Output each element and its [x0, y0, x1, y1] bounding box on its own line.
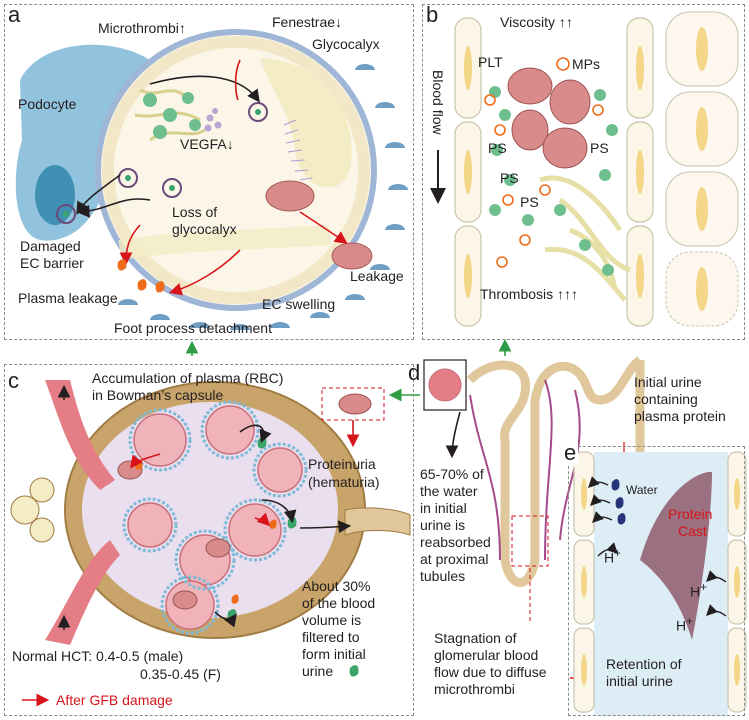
label-after-gfb: After GFB damage: [56, 692, 173, 708]
label-hematuria: (hematuria): [308, 474, 380, 490]
label-ps-3: PS: [500, 170, 519, 186]
label-glycocalyx: Glycocalyx: [312, 36, 380, 52]
label-proteinuria: Proteinuria: [308, 456, 376, 472]
panel-a-label: a: [8, 2, 21, 27]
label-reab-7: tubules: [420, 568, 466, 584]
panel-b: [422, 4, 745, 340]
label-viscosity: Viscosity ↑↑: [500, 14, 573, 30]
label-reab-5: reabsorbed: [420, 534, 491, 550]
label-leakage: Leakage: [350, 268, 404, 284]
label-ps-1: PS: [488, 140, 507, 156]
panel-c: [4, 364, 414, 716]
label-vegfa: VEGFA↓: [180, 136, 234, 152]
label-initial-3: plasma protein: [634, 408, 726, 424]
label-about-5: form initial: [302, 646, 366, 662]
glycocalyx-brush: [283, 119, 313, 181]
rbc-inset-box: [321, 387, 385, 421]
rbc-leak-2: [331, 242, 373, 270]
label-cast: Cast: [678, 523, 707, 539]
label-microthrombi: Microthrombi↑: [98, 20, 186, 36]
label-hct-2: 0.35-0.45 (F): [140, 666, 221, 682]
label-ps-2: PS: [590, 140, 609, 156]
outer-cell-nuclei: [696, 27, 708, 311]
label-plt: PLT: [478, 54, 503, 70]
label-thrombosis: Thrombosis ↑↑↑: [480, 286, 579, 302]
label-loss-of: Loss of: [172, 204, 218, 220]
label-about-4: filtered to: [302, 629, 360, 645]
nephron-tubule: [466, 356, 643, 587]
label-stag-2: glomerular blood: [434, 647, 539, 663]
podocyte-nucleus: [35, 165, 75, 225]
label-reab-1: 65-70% of: [420, 466, 484, 482]
label-initial-2: containing: [634, 391, 698, 407]
label-reab-2: the water: [420, 483, 478, 499]
label-h-2: H+: [690, 581, 707, 600]
label-retention-2: initial urine: [606, 673, 673, 689]
label-reab-4: urine is: [420, 517, 466, 533]
microparticles-b: [484, 57, 604, 268]
label-ps-4: PS: [520, 194, 539, 210]
label-protein: Protein: [668, 506, 713, 522]
label-hct-1: Normal HCT: 0.4-0.5 (male): [12, 648, 184, 664]
label-about-2: of the blood: [302, 595, 376, 611]
microparticle-cores: [63, 109, 261, 217]
vessel-right-wall: [626, 17, 654, 327]
foot-processes: [118, 64, 408, 330]
label-blood-flow: Blood flow: [430, 70, 446, 135]
panel-b-label: b: [426, 2, 439, 27]
label-fenestrae: Fenestrae↓: [272, 14, 343, 30]
panel-e: [568, 446, 745, 716]
label-mps: MPs: [572, 56, 600, 72]
platelets-b: [489, 86, 618, 276]
label-about-3: volume is: [302, 612, 362, 628]
label-plasma-leakage: Plasma leakage: [18, 290, 118, 306]
label-reab-6: at proximal: [420, 551, 489, 567]
label-stag-3: flow due to diffuse: [434, 664, 547, 680]
label-stag-4: microthrombi: [434, 681, 515, 697]
panel-d-label: d: [408, 360, 421, 385]
microparticles-a: [56, 102, 268, 224]
label-h-1: H+: [604, 547, 621, 566]
water-drops: [611, 479, 626, 525]
label-accum-2: in Bowman’s capsule: [92, 387, 224, 403]
panel-c-label: c: [8, 368, 19, 393]
rbc-leak-1: [265, 180, 315, 212]
label-ec-swelling: EC swelling: [262, 296, 336, 312]
protein-cast: [640, 471, 712, 640]
afferent-arteriole: [45, 380, 115, 490]
label-reab-3: in initial: [420, 500, 467, 516]
label-about-1: About 30%: [302, 578, 371, 594]
platelets-a: [143, 92, 201, 139]
vasa-recta: [469, 379, 581, 561]
label-retention-1: Retention of: [606, 656, 682, 672]
label-initial-1: Initial urine: [634, 374, 702, 390]
panel-e-label: e: [562, 440, 579, 466]
endothelial-cell: [260, 58, 352, 188]
label-damaged: Damaged: [20, 238, 81, 254]
podocyte-layer: [122, 400, 308, 635]
label-ec-barrier: EC barrier: [20, 255, 84, 271]
proximal-tubule: [344, 507, 411, 536]
label-podocyte: Podocyte: [18, 96, 77, 112]
label-accum-1: Accumulation of plasma (RBC): [92, 370, 284, 386]
label-h-3: H+: [676, 615, 693, 634]
label-foot-process: Foot process detachment: [114, 320, 272, 336]
vegfa-dots: [204, 108, 222, 132]
panel-a: [4, 4, 414, 340]
thrombus-fibrin: [539, 175, 631, 302]
plasma-drops: [117, 259, 165, 293]
rbc-cluster: [507, 67, 591, 169]
label-stag-1: Stagnation of: [434, 630, 517, 646]
juxtaglomerular-cells: [10, 477, 55, 543]
label-loss-glycocalyx: glycocalyx: [172, 221, 237, 237]
label-about-6: urine: [302, 663, 334, 679]
label-water: Water: [626, 483, 658, 497]
